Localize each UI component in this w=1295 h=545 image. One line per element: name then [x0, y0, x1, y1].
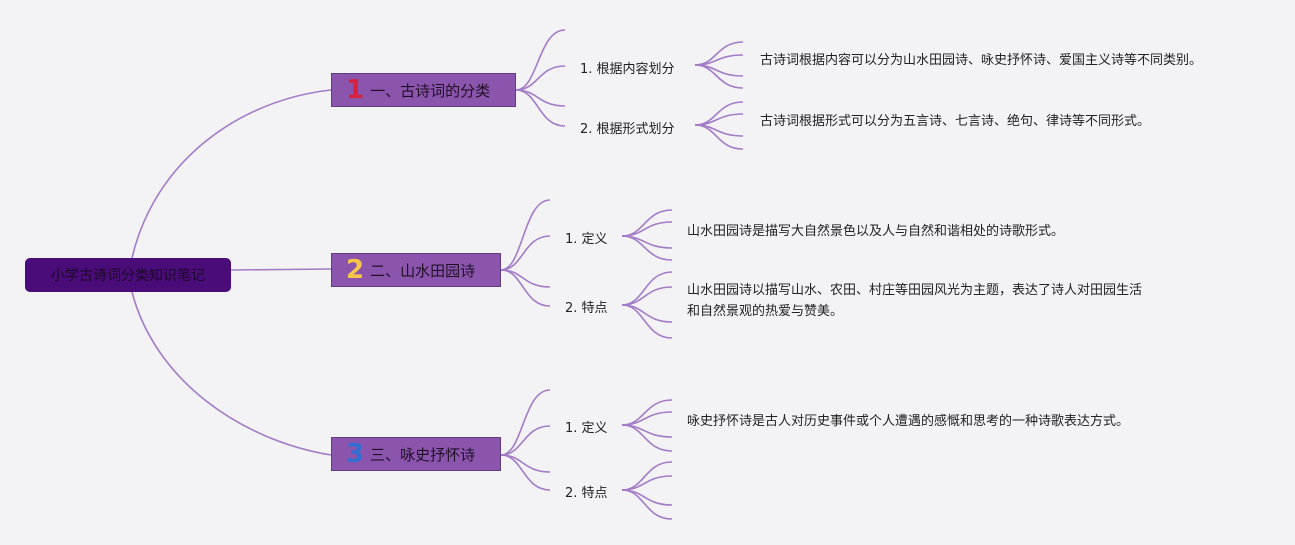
root-node[interactable]: 小学古诗词分类知识笔记	[25, 258, 231, 292]
branch-3-label: 三、咏史抒怀诗	[370, 445, 476, 464]
leaf-text-line: 古诗词根据内容可以分为山水田园诗、咏史抒怀诗、爱国主义诗等不同类别。	[760, 53, 1203, 68]
branch-1-sub-1-leaf[interactable]: 古诗词根据内容可以分为山水田园诗、咏史抒怀诗、爱国主义诗等不同类别。	[760, 50, 1202, 71]
connector-b3s2-leaf-1	[621, 475, 673, 491]
branch-2-sub-1-leaf[interactable]: 山水田园诗是描写大自然景色以及人与自然和谐相处的诗歌形式。	[687, 221, 1064, 242]
connector-branch-2-sub-1	[500, 235, 551, 271]
number-1-icon: 1	[346, 75, 365, 105]
branch-2-sub-1[interactable]: 1. 定义	[565, 232, 608, 247]
branch-3-node[interactable]: 3 三、咏史抒怀诗	[331, 437, 501, 471]
branch-1-node[interactable]: 1 一、古诗词的分类	[331, 73, 516, 107]
branch-1-label: 一、古诗词的分类	[370, 81, 491, 100]
leaf-text-line: 咏史抒怀诗是古人对历史事件或个人遭遇的感慨和思考的一种诗歌表达方式。	[687, 414, 1130, 429]
branch-2-label: 二、山水田园诗	[370, 261, 476, 280]
connector-root-branch-2	[230, 268, 332, 271]
connector-b1s2-leaf-3	[694, 124, 744, 150]
leaf-text-line: 古诗词根据形式可以分为五言诗、七言诗、绝句、律诗等不同形式。	[760, 114, 1151, 129]
connector-branch-3-sub-0	[500, 389, 551, 456]
leaf-text-line: 山水田园诗以描写山水、农田、村庄等田园风光为主题，表达了诗人对田园生活	[687, 283, 1143, 298]
number-2-icon: 2	[346, 255, 365, 285]
branch-1-sub-2-leaf[interactable]: 古诗词根据形式可以分为五言诗、七言诗、绝句、律诗等不同形式。	[760, 111, 1150, 132]
connector-branch-2-sub-0	[500, 199, 551, 271]
branch-3-sub-2[interactable]: 2. 特点	[565, 486, 608, 501]
connector-b2s2-leaf-3	[621, 304, 673, 339]
connector-b3s1-leaf-1	[621, 411, 673, 426]
connector-b2s1-leaf-1	[621, 221, 673, 237]
connector-branch-2-sub-3	[500, 269, 551, 307]
connector-branch-3-sub-3	[500, 454, 551, 491]
number-3-icon: 3	[346, 439, 365, 469]
root-label: 小学古诗词分类知识笔记	[51, 268, 205, 284]
connector-branch-1-sub-0	[515, 29, 566, 91]
connector-branch-1-sub-3	[515, 89, 566, 127]
connector-b3s2-leaf-3	[621, 489, 673, 520]
connector-b3s1-leaf-3	[621, 424, 673, 452]
connector-b1s1-leaf-0	[694, 41, 744, 66]
branch-2-sub-2-leaf[interactable]: 山水田园诗以描写山水、农田、村庄等田园风光为主题，表达了诗人对田园生活 和自然景…	[687, 280, 1142, 322]
connector-branch-3-sub-1	[500, 425, 551, 456]
connector-b2s1-leaf-3	[621, 235, 673, 261]
branch-3-sub-1-leaf[interactable]: 咏史抒怀诗是古人对历史事件或个人遭遇的感慨和思考的一种诗歌表达方式。	[687, 411, 1129, 432]
branch-2-sub-2[interactable]: 2. 特点	[565, 301, 608, 316]
connector-b2s2-leaf-1	[621, 286, 673, 306]
branch-3-sub-1[interactable]: 1. 定义	[565, 421, 608, 436]
branch-2-node[interactable]: 2 二、山水田园诗	[331, 253, 501, 287]
leaf-text-line: 和自然景观的热爱与赞美。	[687, 304, 844, 319]
branch-1-sub-2[interactable]: 2. 根据形式划分	[580, 122, 675, 137]
connector-b2s2-leaf-2	[621, 304, 673, 323]
connector-root-branch-1	[131, 89, 332, 259]
connector-b1s2-leaf-0	[694, 101, 744, 126]
connector-branch-2-sub-2	[500, 269, 551, 288]
connector-b1s1-leaf-3	[694, 64, 744, 89]
connector-b3s2-leaf-2	[621, 489, 673, 506]
connector-branch-1-sub-1	[515, 65, 566, 91]
branch-1-sub-1[interactable]: 1. 根据内容划分	[580, 62, 675, 77]
connector-branch-3-sub-2	[500, 454, 551, 473]
connector-root-branch-3	[131, 291, 332, 456]
connector-b2s2-leaf-0	[621, 271, 673, 306]
leaf-text-line: 山水田园诗是描写大自然景色以及人与自然和谐相处的诗歌形式。	[687, 224, 1065, 239]
